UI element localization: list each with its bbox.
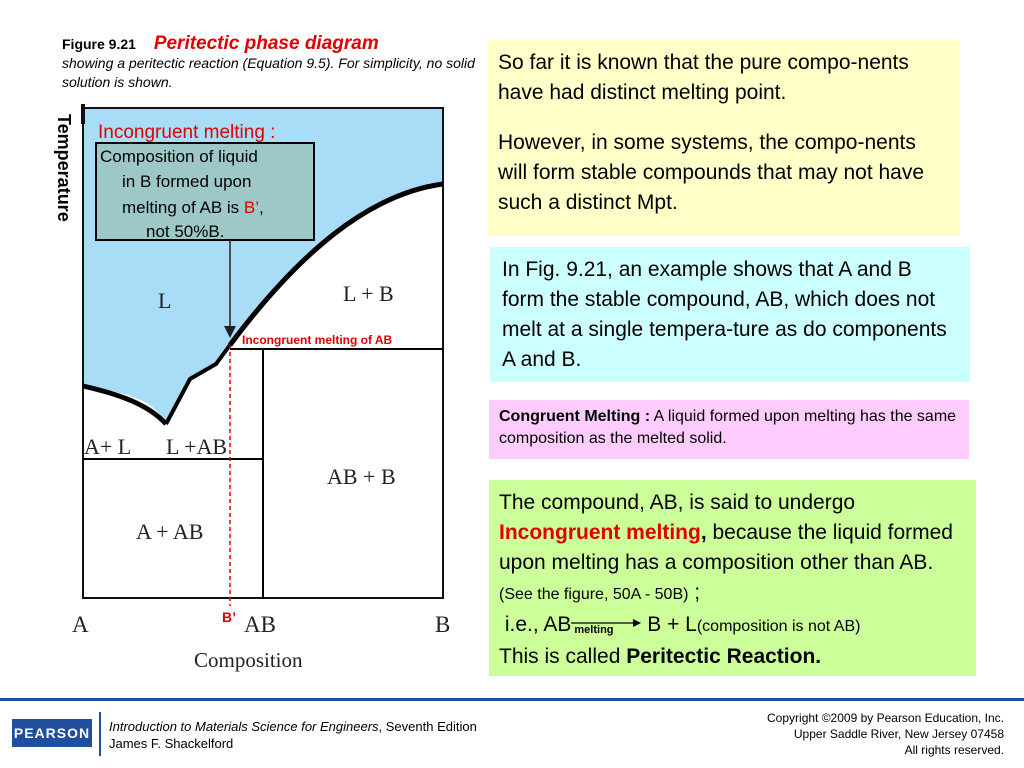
y-axis-label: Temperature [54,114,74,222]
region-label-a-plus-ab: A + AB [136,519,203,544]
example-box: In Fig. 9.21, an example shows that A an… [490,247,970,382]
callout-line-3-pre: melting of AB is [122,198,244,217]
footer-book-info: Introduction to Materials Science for En… [109,718,477,752]
region-label-l-plus-ab: L +AB [166,434,227,459]
x-axis-label: Composition [194,648,303,672]
tick-label-ab: AB [244,612,276,637]
liquidus-right [227,181,444,347]
callout-b-prime: B’ [244,198,259,217]
callout-arrow-head [224,326,236,338]
congruent-melting-box: Congruent Melting : A liquid formed upon… [489,400,969,459]
footer-separator [99,712,101,756]
footer-copyright-2: Upper Saddle River, New Jersey 07458 [793,727,1004,741]
reaction-ie: i.e., AB [504,613,572,636]
intro-box: So far it is known that the pure compo-n… [488,40,960,236]
figure-number: Figure 9.21 [62,36,136,52]
tick-label-b: B [435,612,450,637]
incongruent-melting-box: The compound, AB, is said to undergo Inc… [489,480,976,676]
footer-edition: , Seventh Edition [378,719,477,734]
intro-paragraph-2: However, in some systems, the compo-nent… [498,131,925,214]
callout-box [95,142,315,241]
phase-diagram: Incongruent melting : Composition of liq… [54,104,450,672]
congruent-melting-definition: A liquid formed upon melting has the sam… [499,408,957,447]
reaction-products: B + L [641,613,697,636]
callout-line-2: in B formed upon [122,172,251,191]
region-label-a-plus-l: A+ L [84,434,131,459]
example-text: In Fig. 9.21, an example shows that A an… [502,258,947,371]
figure-caption: Figure 9.21 Peritectic phase diagram sho… [62,34,482,92]
reaction-arrow-label: melting [574,624,614,636]
incongruent-comma: , [700,521,707,544]
footer-copyright: Copyright ©2009 by Pearson Education, In… [767,710,1004,758]
figure-title: Peritectic phase diagram [153,33,379,54]
liquidus-left [82,383,168,426]
incongruent-text-1: The compound, AB, is said to undergo [499,491,856,514]
region-label-l: L [158,288,171,313]
footer-copyright-1: Copyright ©2009 by Pearson Education, In… [767,711,1004,725]
intro-paragraph-1: So far it is known that the pure compo-n… [498,51,909,104]
pearson-logo: PEARSON [12,719,92,747]
liquidus-middle [164,343,232,425]
incongruent-text-2: because the liquid formed upon melting h… [499,521,953,574]
incongruent-note: (See the figure, 50A - 50B) [499,586,689,603]
peritectic-label: Incongruent melting of AB [242,333,393,347]
footer-copyright-3: All rights reserved. [904,743,1004,757]
incongruent-semicolon: ; [688,581,701,604]
footer-book-title: Introduction to Materials Science for En… [109,719,379,734]
right-arrow-icon [571,619,642,627]
peritectic-text: This is called [499,645,627,668]
region-label-ab-plus-b: AB + B [327,464,396,489]
reaction-arrow: melting [571,615,642,637]
peritectic-reaction-term: Peritectic Reaction. [626,645,822,668]
figure-description: showing a peritectic reaction (Equation … [62,55,475,90]
footer-divider [0,698,1024,701]
callout-line-4: not 50%B. [146,222,224,241]
callout-heading: Incongruent melting : [98,122,275,143]
callout-line-3: melting of AB is B’, [122,198,264,217]
callout-line-3-post: , [259,198,264,217]
region-label-l-plus-b: L + B [343,281,394,306]
footer-author: James F. Shackelford [109,736,234,751]
tick-label-a: A [72,612,89,637]
congruent-melting-term: Congruent Melting : [499,408,651,425]
incongruent-melting-term: Incongruent melting [499,521,701,544]
callout-line-1: Composition of liquid [100,147,258,166]
reaction-products-note: (composition is not AB) [696,618,861,635]
tick-label-b-prime: B’ [222,609,236,625]
